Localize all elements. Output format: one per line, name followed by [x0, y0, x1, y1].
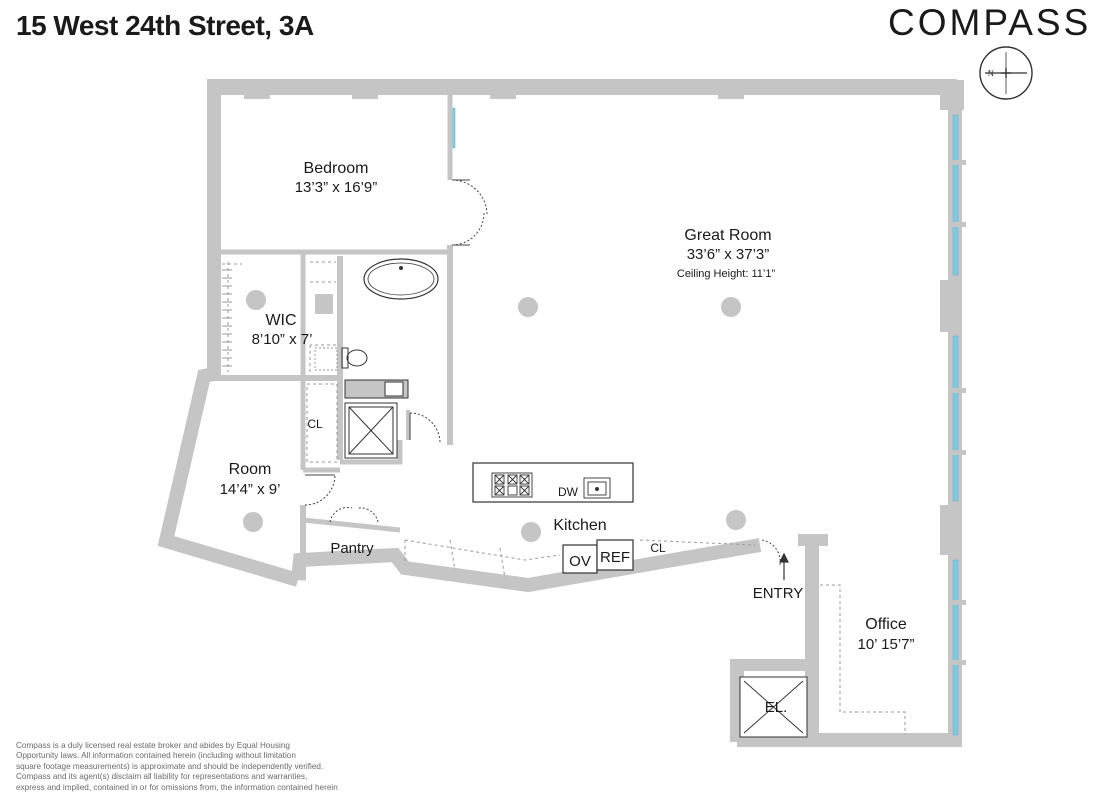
bathtub-icon	[363, 258, 439, 300]
room-dims-great-room: 33’6” x 37’3”	[687, 246, 770, 263]
disclaimer-line: Compass and its agent(s) disclaim all li…	[16, 772, 308, 782]
ceiling-lights	[243, 290, 746, 542]
brand-logo: COMPASS	[888, 2, 1092, 43]
room-name-bedroom: Bedroom	[304, 160, 369, 177]
room-dims-wic: 8’10” x 7’	[252, 331, 313, 348]
interior-walls	[210, 92, 453, 580]
ceiling-height-note: Ceiling Height: 11’1”	[677, 268, 776, 280]
disclaimer-line: square footage measurements) is approxim…	[16, 761, 324, 771]
dishwasher-label: DW	[558, 485, 579, 499]
room-name-wic: WIC	[265, 312, 296, 329]
door-leaves	[305, 179, 470, 476]
closet-outlines	[222, 261, 906, 735]
wall-notches	[244, 80, 964, 555]
wic-shelving	[222, 269, 232, 367]
cooktop-icon	[491, 472, 533, 498]
toilet-icon	[341, 347, 368, 369]
room-name-great-room: Great Room	[684, 227, 771, 244]
entry-arrow-icon	[779, 552, 789, 580]
window-mullions	[948, 160, 966, 665]
room-dims-bedroom: 13’3” x 16’9”	[295, 179, 378, 196]
refrigerator-label: REF	[600, 549, 630, 566]
closet-label-hall: CL	[307, 417, 323, 431]
island-sink-icon	[583, 477, 611, 499]
elevator-label: EL.	[765, 699, 788, 716]
compass-north-label: N	[988, 69, 994, 78]
oven-label: OV	[569, 553, 591, 570]
room-name-pantry: Pantry	[330, 540, 374, 557]
room-dims-room: 14’4” x 9’	[220, 481, 281, 498]
disclaimer-line: Compass is a duly licensed real estate b…	[16, 741, 290, 750]
shower-icon	[344, 402, 398, 459]
room-name-room: Room	[229, 461, 272, 478]
legal-disclaimer: Compass is a duly licensed real estate b…	[16, 741, 346, 793]
vanity-sink-icon	[344, 379, 409, 399]
listing-address: 15 West 24th Street, 3A	[16, 10, 314, 41]
windows	[450, 107, 959, 736]
room-dims-office: 10’ 15’7”	[858, 636, 915, 653]
entry-label: ENTRY	[753, 585, 804, 602]
room-name-office: Office	[865, 616, 907, 633]
disclaimer-line: Opportunity laws. All information contai…	[16, 751, 296, 761]
room-name-kitchen: Kitchen	[553, 517, 606, 534]
oven-refrigerator-block	[562, 539, 634, 574]
elevator-icon	[739, 676, 808, 738]
exterior-walls	[157, 79, 962, 747]
closet-label-kitchen: CL	[650, 541, 666, 555]
closet-shelf-icon	[314, 294, 338, 371]
compass-rose-icon: N	[979, 46, 1033, 100]
disclaimer-line: express and implied, contained in or for…	[16, 782, 338, 792]
